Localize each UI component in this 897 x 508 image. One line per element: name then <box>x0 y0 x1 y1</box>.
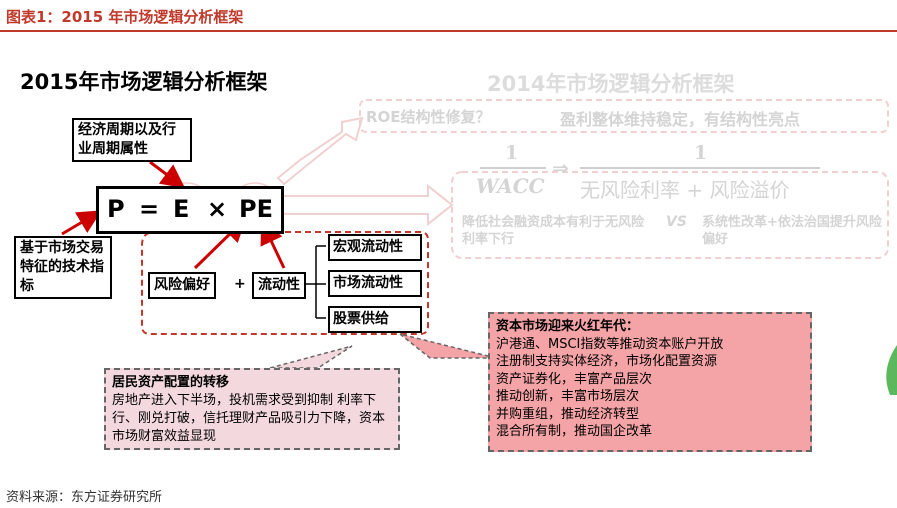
household-allocation-body: 房地产进入下半场，投机需求受到抑制 利率下行、刚兑打破，信托理财产品吸引力下降，… <box>112 393 386 444</box>
faded-roe-box <box>359 99 889 133</box>
technical-indicator-box: 基于市场交易特征的技术指标 <box>14 236 112 299</box>
arrow-cycle-to-e <box>149 160 186 189</box>
liquidity-box: 流动性 <box>252 272 306 299</box>
faded-left-note: 降低社会融资成本有利于无风险利率下行 <box>462 215 645 247</box>
faded-title-2014: 2014年市场逻辑分析框架 <box>487 72 735 96</box>
main-title-2015: 2015年市场逻辑分析框架 <box>20 70 268 94</box>
faded-implies-arrow: ⇒ <box>552 156 569 180</box>
capital-market-line: 推动创新，丰富市场层次 <box>496 389 640 404</box>
formula-times: × <box>207 195 228 223</box>
faded-arrow-upper <box>276 116 364 186</box>
stock-supply-box: 股票供给 <box>328 306 422 333</box>
market-liquidity-box: 市场流动性 <box>328 270 422 297</box>
arrow-liquidity-to-pe <box>260 219 286 269</box>
faded-frac1-num: 1 <box>505 142 519 164</box>
formula-e: E <box>173 195 190 223</box>
faded-frac1-den: WACC <box>476 174 545 198</box>
faded-frac2-den: 无风险利率 + 风险溢价 <box>580 178 790 202</box>
formula-equals: = <box>139 195 160 223</box>
economic-cycle-box: 经济周期以及行业周期属性 <box>72 118 192 162</box>
pink-callout-tail <box>269 345 353 369</box>
capital-market-callout: 资本市场迎来火红年代： 沪港通、MSCI指数等推动资本账户开放 注册制支持实体经… <box>488 312 812 452</box>
liquidity-group-outline <box>141 231 429 335</box>
source-note: 资料来源：东方证券研究所 <box>6 490 163 505</box>
faded-roe-text: ROE结构性修复？ <box>366 108 491 126</box>
faded-arrow-middle <box>281 183 454 227</box>
valuation-formula: P = E × PE <box>96 186 284 234</box>
macro-liquidity-box: 宏观流动性 <box>328 234 422 261</box>
capital-market-line: 混合所有制，推动国企改革 <box>496 424 653 439</box>
formula-pe: PE <box>239 195 273 223</box>
formula-p: P <box>107 195 125 223</box>
faded-right-note: 系统性改革+依法治国提升风险偏好 <box>702 215 882 247</box>
capital-market-line: 注册制支持实体经济，市场化配置资源 <box>496 354 718 369</box>
faded-vs: VS <box>666 214 687 230</box>
plus-sign: + <box>234 276 246 292</box>
capital-market-line: 并购重组，推动经济转型 <box>496 406 640 422</box>
household-allocation-title: 居民资产配置的转移 <box>112 375 230 390</box>
figure-header-title: 图表1：2015 年市场逻辑分析框架 <box>6 8 244 26</box>
faded-profit-text: 盈利整体维持稳定，有结构性亮点 <box>560 110 801 129</box>
header-divider <box>0 30 897 32</box>
faded-formula-box <box>451 171 889 259</box>
green-decoration <box>886 345 897 395</box>
household-allocation-callout: 居民资产配置的转移 房地产进入下半场，投机需求受到抑制 利率下行、刚兑打破，信托… <box>104 368 400 450</box>
capital-market-line: 资产证券化，丰富产品层次 <box>496 371 653 387</box>
arrow-market-to-p <box>61 210 102 236</box>
faded-frac2-num: 1 <box>694 142 708 164</box>
risk-preference-box: 风险偏好 <box>148 272 216 299</box>
red-callout-tail <box>399 333 497 359</box>
capital-market-title: 资本市场迎来火红年代： <box>496 319 640 334</box>
capital-market-line: 沪港通、MSCI指数等推动资本账户开放 <box>496 336 724 352</box>
